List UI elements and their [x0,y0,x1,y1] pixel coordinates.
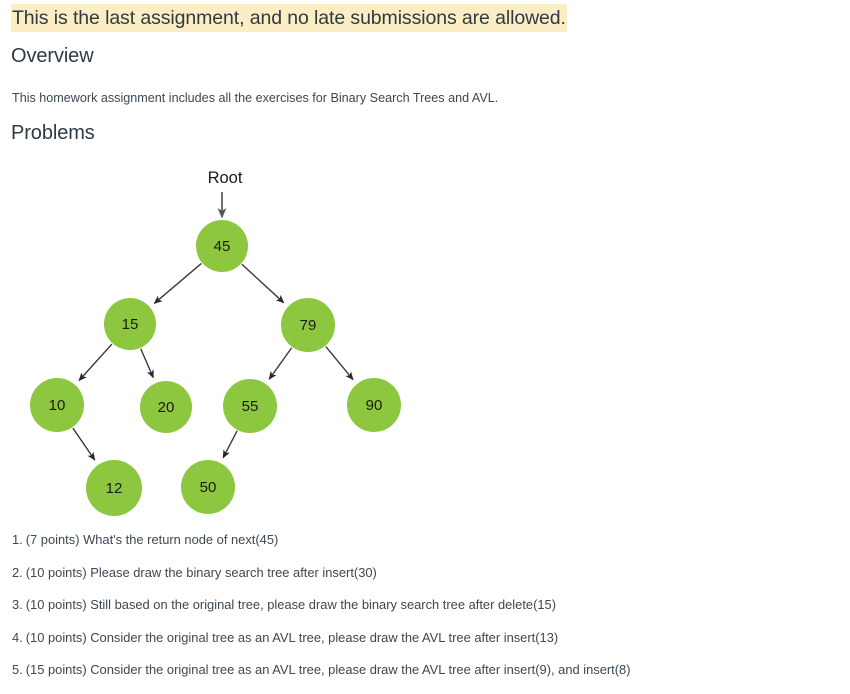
tree-node-55: 55 [223,379,277,433]
tree-node-circle-12 [86,460,142,516]
tree-node-20: 20 [140,381,192,433]
highlighted-notice-wrapper: This is the last assignment, and no late… [11,4,567,32]
tree-edge-n79-to-n55 [268,347,293,380]
tree-node-circle-10 [30,378,84,432]
tree-node-79: 79 [281,298,335,352]
tree-node-label-45: 45 [214,238,231,255]
problem-text: (7 points) What's the return node of nex… [25,532,279,547]
tree-node-label-55: 55 [242,398,259,415]
problem-text: (10 points) Still based on the original … [25,597,557,612]
overview-body-text: This homework assignment includes all th… [12,91,499,105]
problem-item: 5.(15 points) Consider the original tree… [12,661,832,678]
problem-item: 2.(10 points) Please draw the binary sea… [12,564,832,581]
problem-number: 2. [12,564,23,580]
tree-node-90: 90 [347,378,401,432]
tree-node-circle-20 [140,381,192,433]
problem-list: 1.(7 points) What's the return node of n… [12,531,832,694]
tree-node-label-50: 50 [200,479,217,496]
tree-node-12: 12 [86,460,142,516]
problem-text: (10 points) Consider the original tree a… [25,629,559,645]
tree-node-circle-45 [196,220,248,272]
problem-number: 5. [12,662,23,677]
overview-heading: Overview [11,45,94,67]
tree-edge-n79-to-n90 [325,346,354,381]
tree-node-circle-15 [104,298,156,350]
tree-node-10: 10 [30,378,84,432]
problems-heading: Problems [11,122,95,144]
problem-text: (10 points) Please draw the binary searc… [25,564,377,580]
tree-node-label-90: 90 [366,397,383,414]
tree-node-circle-55 [223,379,277,433]
tree-node-50: 50 [181,460,235,514]
tree-node-label-79: 79 [300,317,317,334]
problem-text: (15 points) Consider the original tree a… [25,662,631,677]
tree-edges [72,262,354,461]
tree-node-label-10: 10 [49,397,66,414]
problem-item: 4.(10 points) Consider the original tree… [12,629,832,646]
tree-node-45: 45 [196,220,248,272]
highlighted-notice: This is the last assignment, and no late… [11,4,567,32]
tree-node-15: 15 [104,298,156,350]
tree-edge-n15-to-n10 [78,343,113,382]
tree-node-label-20: 20 [158,399,175,416]
tree-node-circle-90 [347,378,401,432]
tree-edge-n45-to-n79 [241,263,285,304]
tree-edge-n10-to-n12 [72,427,96,461]
tree-node-circle-50 [181,460,235,514]
tree-edge-n15-to-n20 [140,348,154,379]
tree-node-label-12: 12 [106,480,123,497]
tree-edge-n45-to-n15 [153,262,202,304]
tree-node-label-15: 15 [122,316,139,333]
root-pointer-label: Root [208,169,243,187]
problem-number: 4. [12,629,23,645]
problem-item: 3.(10 points) Still based on the origina… [12,596,832,613]
problem-number: 1. [12,532,23,547]
binary-search-tree-diagram: 45 15 79 10 20 55 90 12 50 Root [0,155,430,525]
tree-node-circle-79 [281,298,335,352]
tree-edge-n55-to-n50 [222,430,238,459]
problem-number: 3. [12,597,23,612]
tree-nodes: 45 15 79 10 20 55 90 12 50 [30,220,401,516]
tree-svg: 45 15 79 10 20 55 90 12 50 Root [30,169,401,516]
problem-item: 1.(7 points) What's the return node of n… [12,531,832,548]
